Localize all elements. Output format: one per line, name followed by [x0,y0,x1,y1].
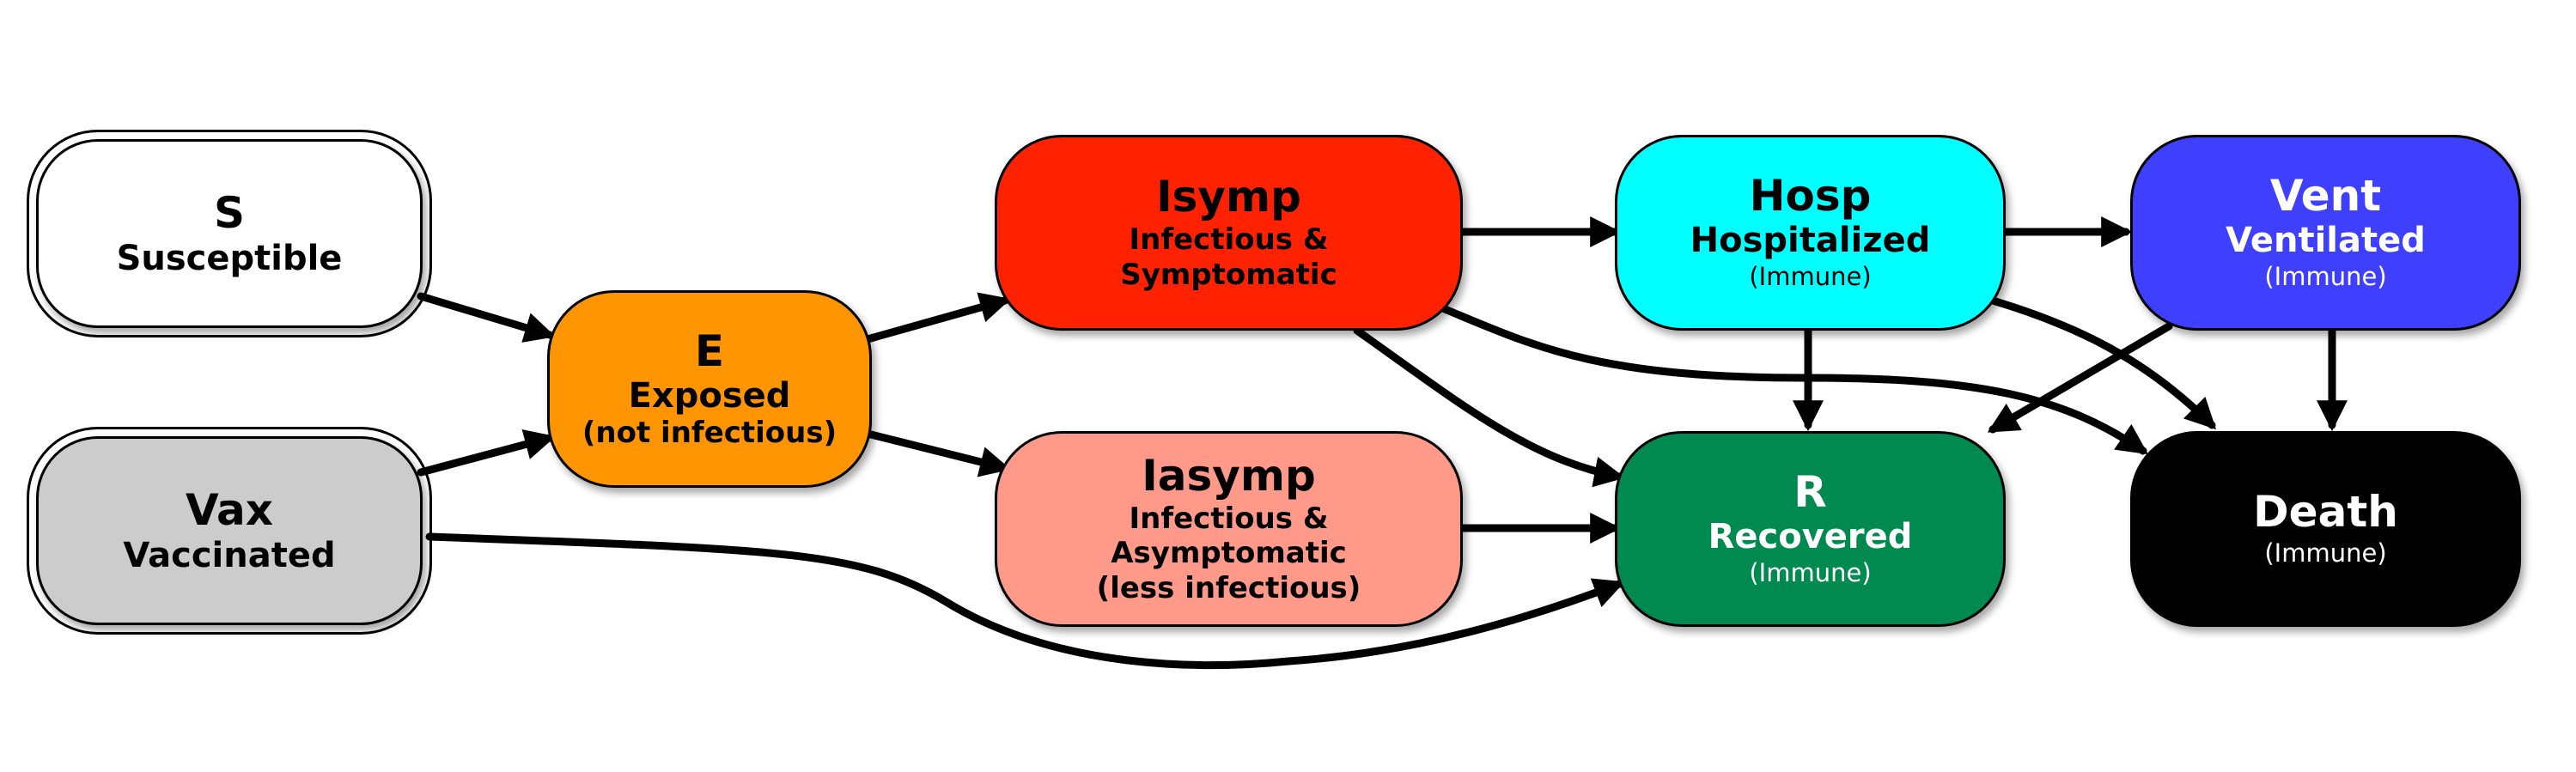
node-susceptible-title: S [213,188,245,239]
node-susceptible-label: Susceptible [116,238,343,278]
node-vaccinated: Vax Vaccinated [27,427,432,635]
arrow-isymp-to-death [1430,301,2148,455]
node-vaccinated-title: Vax [186,485,273,536]
node-vent-title: Vent [2269,170,2382,221]
node-hosp-label: Hospitalized [1690,221,1931,261]
arrow-e-to-iasymp [863,429,1011,477]
node-hospitalized: Hosp Hospitalized (Immune) [1615,135,2006,331]
node-hosp-note: (Immune) [1749,262,1872,292]
node-r-label: Recovered [1708,517,1913,557]
node-iasymp-title: Iasymp [1142,451,1316,501]
node-vent-label: Ventilated [2226,221,2426,261]
arrow-vax-to-e [417,429,556,477]
arrow-s-to-e [417,292,556,343]
node-iasymp-label: Infectious & Asymptomatic (less infectio… [1096,501,1361,606]
node-susceptible: S Susceptible [27,130,432,337]
node-exposed: E Exposed (not infectious) [547,290,872,488]
node-hosp-title: Hosp [1749,170,1872,221]
node-r-title: R [1793,466,1827,517]
node-exposed-label: Exposed [628,376,791,416]
node-vaccinated-label: Vaccinated [123,535,336,575]
node-death-title: Death [2253,486,2398,537]
node-isymp-label: Infectious & Symptomatic [1120,222,1337,292]
node-death: Death (Immune) [2130,431,2521,627]
node-infectious-symptomatic: Isymp Infectious & Symptomatic [995,135,1463,331]
arrow-vent-to-r [1987,322,2173,434]
arrow-vax-to-r [425,532,1625,669]
node-r-note: (Immune) [1749,558,1872,588]
node-exposed-note: (not infectious) [582,416,837,451]
node-vent-note: (Immune) [2264,262,2387,292]
node-isymp-title: Isymp [1156,172,1301,222]
node-death-note: (Immune) [2264,538,2387,568]
arrow-e-to-isymp [863,292,1011,343]
node-infectious-asymptomatic: Iasymp Infectious & Asymptomatic (less i… [995,431,1463,627]
arrow-isymp-to-r [1353,326,1626,488]
arrow-hosp-to-death [1988,296,2217,430]
node-ventilated: Vent Ventilated (Immune) [2130,135,2521,331]
node-recovered: R Recovered (Immune) [1615,431,2006,627]
node-exposed-title: E [694,325,725,376]
